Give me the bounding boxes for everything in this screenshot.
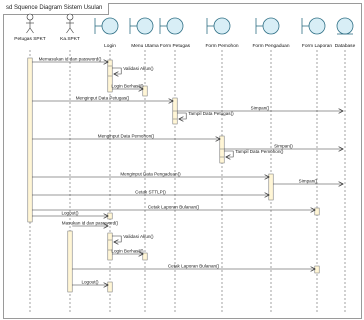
activation-form-petugas-tampil bbox=[172, 110, 178, 120]
actor-icon bbox=[26, 13, 34, 34]
boundary-icon bbox=[94, 17, 119, 35]
lifeline-label-ka-spkt: Ka.SPKT bbox=[60, 36, 80, 42]
message-validasi-akun: Validasi Akun() bbox=[112, 66, 154, 74]
message-label: Validasi Akun() bbox=[123, 66, 154, 71]
message-label: Cetak Laporan Bulanan() bbox=[148, 205, 200, 210]
lifeline-label-form-petugas: Form Petugas bbox=[160, 43, 191, 49]
activation-ka-spkt bbox=[67, 230, 73, 293]
lifeline-label-form-pemohon: Form Pemohon bbox=[205, 43, 238, 49]
message-label: Simpan() bbox=[299, 179, 318, 184]
message-menginput-data-pengaduan: Menginput Data Pengaduan() bbox=[32, 172, 269, 178]
activation-form-laporan bbox=[314, 207, 320, 216]
message-login-berhasil: Login Berhasil() bbox=[111, 84, 144, 90]
message-cetak-laporan-bulanan: Cetak Laporan Bulanan() bbox=[32, 205, 315, 211]
message-simpan: Simpan() bbox=[224, 144, 343, 150]
message-tampil-data-pemohon: Tampil Data Pemohon() bbox=[224, 149, 284, 157]
message-cetak-laporan-bulanan: Cetak Laporan Bulanan() bbox=[72, 264, 315, 270]
boundary-icon bbox=[301, 17, 326, 35]
actor-icon bbox=[66, 13, 74, 34]
message-memasukan-id-dan-password: Memasukan id dan password() bbox=[32, 57, 108, 63]
message-label: Login Berhasil() bbox=[111, 249, 144, 254]
message-menginput-data-petugas: Menginput Data Petugas() bbox=[32, 96, 173, 102]
message-label: Login Berhasil() bbox=[111, 84, 144, 89]
message-label: Logout() bbox=[81, 280, 99, 285]
message-simpan: Simpan() bbox=[273, 179, 343, 185]
message-label: Memasukan id dan password() bbox=[39, 57, 102, 62]
message-masukan-id-dan-password: Masukan id dan password() bbox=[62, 221, 119, 227]
activation-menu-utama-2 bbox=[142, 252, 148, 261]
message-validasi-akun: Validasi Akun() bbox=[112, 234, 154, 242]
boundary-icon bbox=[255, 17, 280, 35]
message-logout: Logout() bbox=[72, 280, 108, 286]
activation-login-validasi-2 bbox=[107, 239, 113, 251]
message-label: Tampil Data Pemohon() bbox=[235, 149, 284, 154]
message-label: Simpan() bbox=[251, 106, 270, 111]
activation-form-pemohon-tampil bbox=[219, 148, 225, 158]
activation-login-logout bbox=[107, 212, 113, 220]
activation-login-validasi bbox=[107, 65, 113, 77]
activation-petugas bbox=[27, 57, 33, 223]
message-login-berhasil: Login Berhasil() bbox=[111, 249, 144, 255]
activation-form-laporan-2 bbox=[314, 265, 320, 274]
diagram-title: sd Squence Diagram Sistem Usulan bbox=[3, 3, 110, 15]
message-label: Menginput Data Pemohon() bbox=[98, 134, 155, 139]
lifeline-label-database: Database bbox=[335, 43, 356, 49]
message-label: Menginput Data Petugas() bbox=[76, 96, 130, 101]
message-label: Tampil Data Petugas() bbox=[188, 111, 234, 116]
message-label: Cetak STTLP() bbox=[135, 190, 166, 195]
sequence-diagram-frame bbox=[3, 3, 362, 319]
message-label: Logout() bbox=[61, 211, 79, 216]
lifeline-label-menu-utama: Menu Utama bbox=[131, 43, 159, 49]
lifeline-label-form-pengaduan: Form Pengaduan bbox=[252, 43, 289, 49]
lifeline-label-petugas-spkt: Petugas SPKT bbox=[14, 36, 46, 42]
message-label: Validasi Akun() bbox=[123, 234, 154, 239]
boundary-icon bbox=[129, 17, 154, 35]
message-label: Simpan() bbox=[274, 144, 293, 149]
entity-icon bbox=[336, 17, 354, 35]
activation-login-logout-2 bbox=[107, 281, 113, 293]
message-simpan: Simpan() bbox=[177, 106, 343, 112]
message-cetak-sttlp: Cetak STTLP() bbox=[32, 190, 269, 196]
message-logout: Logout() bbox=[32, 211, 108, 217]
message-menginput-data-pemohon: Menginput Data Pemohon() bbox=[32, 134, 220, 140]
lifeline-label-form-laporan: Form Laporan bbox=[302, 43, 332, 49]
message-label: Menginput Data Pengaduan() bbox=[120, 172, 181, 177]
message-tampil-data-petugas: Tampil Data Petugas() bbox=[177, 111, 234, 119]
lifeline-label-login: Login bbox=[104, 43, 116, 49]
message-label: Cetak Laporan Bulanan() bbox=[168, 264, 220, 269]
message-label: Masukan id dan password() bbox=[62, 221, 119, 226]
boundary-icon bbox=[206, 17, 231, 35]
boundary-icon bbox=[159, 17, 184, 35]
activation-form-pengaduan bbox=[268, 173, 274, 201]
